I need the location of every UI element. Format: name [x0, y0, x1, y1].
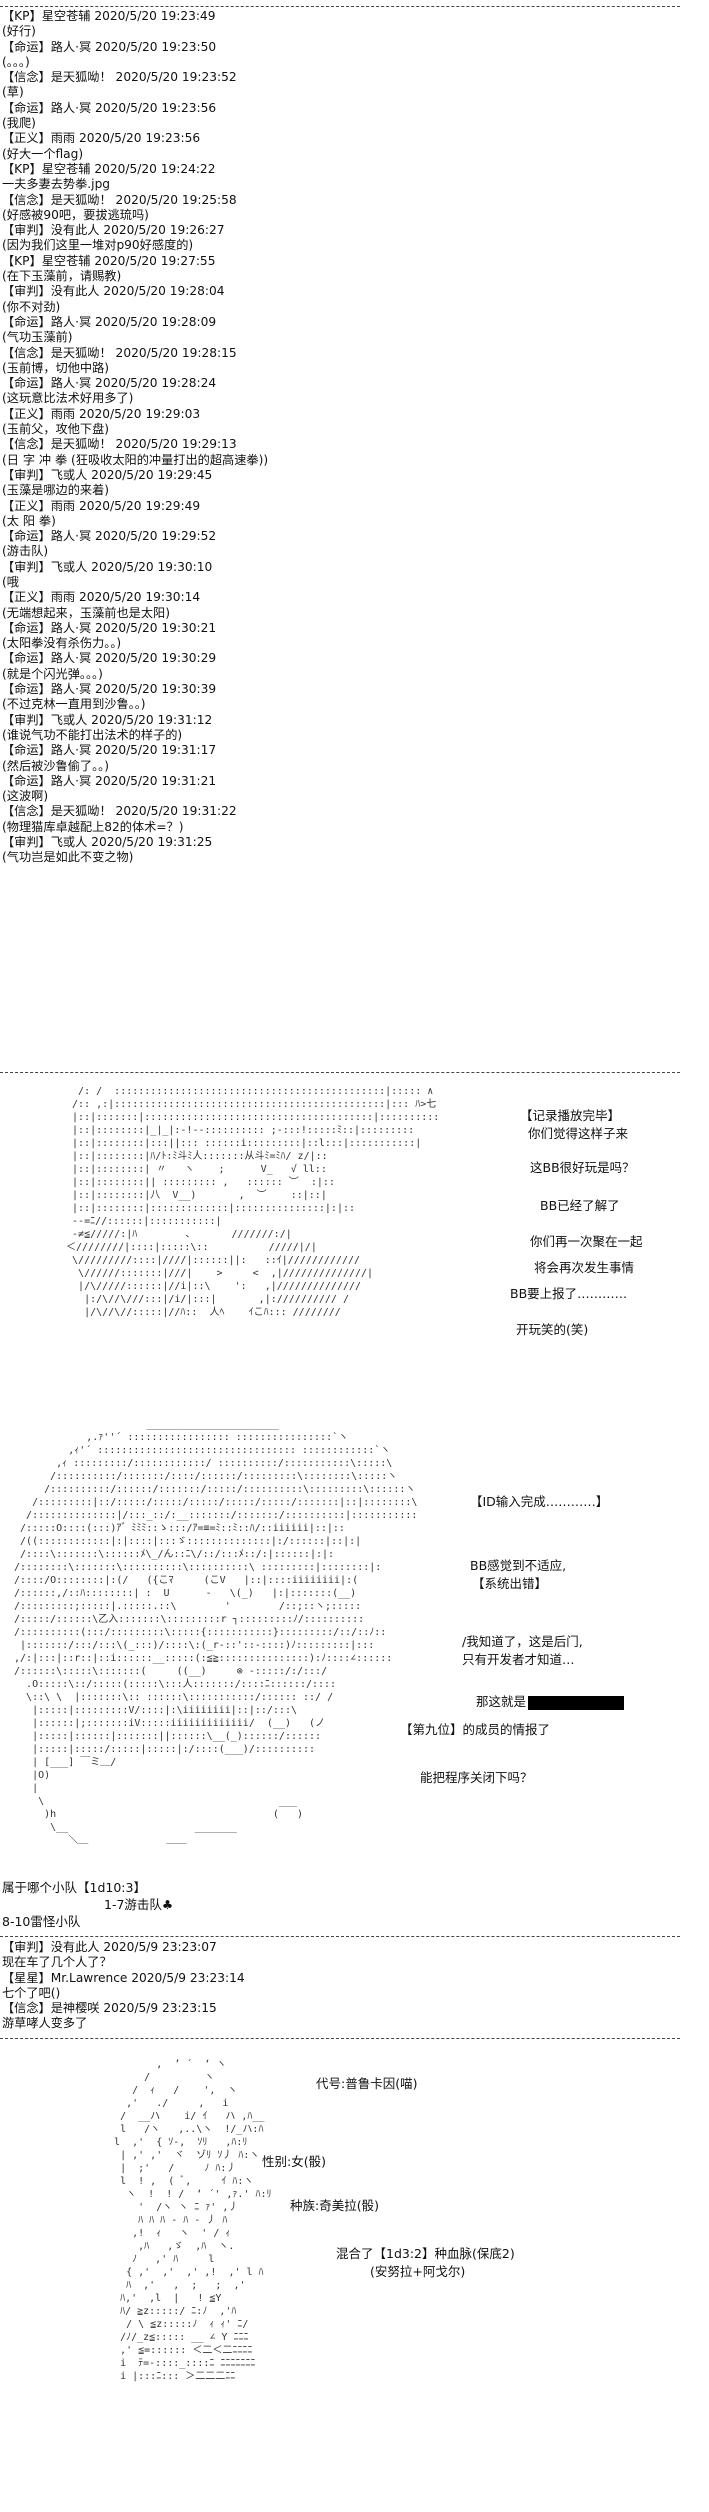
chat-log-1-line: (在下玉藻前，请赐教)	[2, 269, 122, 284]
divider-1	[0, 1072, 680, 1073]
chat-log-1-line: 【信念】是天狐呦！ 2020/5/20 19:28:15	[2, 345, 237, 360]
chat-log-1-line: (日 字 冲 拳 (狂吸收太阳的冲量打出的超高速拳))	[2, 452, 269, 467]
chat-log-1-line: 【正义】雨雨 2020/5/20 19:29:03	[2, 406, 201, 421]
chat-log-1-line: (无端想起来，玉藻前也是太阳)	[2, 605, 170, 620]
chat-log-1-line: 【审判】没有此人 2020/5/20 19:26:27	[2, 223, 225, 238]
chat-log-2-line: 游草哮人变多了	[2, 2016, 88, 2031]
chat-log-1-line: 【信念】是天狐呦！ 2020/5/20 19:31:22	[2, 804, 237, 819]
top-divider	[0, 6, 680, 7]
chat-log-1: 【KP】星空苍辅 2020/5/20 19:23:49(好行)【命运】路人·冥 …	[2, 9, 268, 866]
chat-log-1-line: (玉前父，攻他下盘)	[2, 422, 110, 437]
chat-log-1-line: 【命运】路人·冥 2020/5/20 19:31:17	[2, 743, 217, 758]
caption-this-is: 那这就是	[476, 1694, 625, 1710]
chat-log-1-line: (玉藻是哪边的来着)	[2, 483, 110, 498]
chat-log-1-line: 【正义】雨雨 2020/5/20 19:29:49	[2, 498, 201, 513]
caption-codename: 代号:普鲁卡因(喵)	[316, 2076, 418, 2091]
chat-log-1-line: 【信念】是天狐呦！ 2020/5/20 19:25:58	[2, 192, 237, 207]
chat-log-1-line: 【正义】雨雨 2020/5/20 19:23:56	[2, 131, 201, 146]
caption-bloodline-mix: (安努拉+阿戈尔)	[370, 2264, 466, 2279]
caption-gender: 性别:女(骰)	[262, 2154, 326, 2169]
caption-system-error: 【系统出错】	[472, 1576, 548, 1591]
caption-happen: 将会再次发生事情	[534, 1260, 635, 1275]
chat-log-1-line: (不过克林一直用到沙鲁。。)	[2, 697, 146, 712]
chat-log-1-line: 【审判】飞或人 2020/5/20 19:29:45	[2, 467, 213, 482]
dice-option-thunder: 8-10雷怪小队	[2, 1914, 81, 1929]
caption-record-end: 【记录播放完毕】	[520, 1108, 621, 1123]
caption-race: 种族:奇美拉(骰)	[290, 2198, 379, 2213]
ascii-art-face: ______________________ ,.ｧ''´ ::::::::::…	[14, 1419, 418, 1846]
chat-log-1-line: (游击队)	[2, 544, 49, 559]
chat-log-1-line: (太 阳 拳)	[2, 513, 56, 528]
chat-log-2-line: 现在车了几个人了？	[2, 1955, 112, 1970]
caption-id-done: 【ID输入完成…………】	[470, 1494, 609, 1509]
chat-log-1-line: 【审判】飞或人 2020/5/20 19:31:25	[2, 835, 213, 850]
ascii-art-character: , ’ ´ ‘ ヽ / ヽ / ｨ / ', ヽ ,' ./ , i / __ハ…	[114, 2059, 272, 2382]
chat-log-1-line: (草)	[2, 85, 24, 100]
chat-log-1-line: (哦	[2, 574, 19, 589]
caption-fun: 这BB很好玩是吗？	[530, 1160, 635, 1175]
caption-gather: 你们再一次聚在一起	[530, 1234, 643, 1249]
chat-log-1-line: 【审判】没有此人 2020/5/20 19:28:04	[2, 284, 225, 299]
caption-bloodline: 混合了【1d3:2】种血脉(保底2)	[336, 2246, 515, 2261]
chat-log-1-line: 【信念】是天狐呦！ 2020/5/20 19:23:52	[2, 70, 237, 85]
chat-log-1-line: (好感被90吧，要拔逃琉吗)	[2, 207, 149, 222]
chat-log-1-line: 【正义】雨雨 2020/5/20 19:30:14	[2, 590, 201, 605]
redacted-bar	[528, 1695, 625, 1710]
chat-log-2-line: 【星星】Mr.Lawrence 2020/5/9 23:23:14	[2, 1970, 245, 1985]
chat-log-1-line: (谁说气功不能打出法术的样子的)	[2, 727, 183, 742]
ascii-art-screen: /: / :::::::::::::::::::::::::::::::::::…	[66, 1086, 440, 1318]
chat-log-1-line: 【命运】路人·冥 2020/5/20 19:28:09	[2, 314, 217, 329]
chat-log-2-line: 七个了吧()	[2, 1985, 61, 2000]
chat-log-1-line: 【命运】路人·冥 2020/5/20 19:28:24	[2, 376, 217, 391]
chat-log-1-line: (这波啊)	[2, 789, 49, 804]
chat-log-1-line: (。。。)	[2, 54, 30, 69]
divider-2	[0, 1936, 680, 1937]
chat-log-1-line: 【命运】路人·冥 2020/5/20 19:30:21	[2, 620, 217, 635]
chat-log-1-line: (玉前博，切他中路)	[2, 360, 110, 375]
caption-developer: 只有开发者才知道…	[462, 1652, 575, 1667]
chat-log-1-line: (好大一个flag)	[2, 146, 84, 161]
caption-close-program: 能把程序关闭下吗？	[420, 1770, 533, 1785]
caption-understood: BB已经了解了	[540, 1198, 620, 1213]
chat-log-1-line: 【KP】星空苍辅 2020/5/20 19:24:22	[2, 161, 216, 176]
chat-log-1-line: (物理猫库卓越配上82的体术=？)	[2, 819, 184, 834]
divider-3	[0, 2038, 680, 2039]
caption-like-this: 你们觉得这样子来	[528, 1126, 629, 1141]
caption-report: BB要上报了…………	[510, 1286, 628, 1301]
chat-log-1-line: 【审判】飞或人 2020/5/20 19:30:10	[2, 559, 213, 574]
chat-log-1-line: 一夫多妻去势拳.jpg	[2, 177, 111, 192]
chat-log-1-line: 【命运】路人·冥 2020/5/20 19:30:29	[2, 651, 217, 666]
chat-log-1-line: 【命运】路人·冥 2020/5/20 19:30:39	[2, 682, 217, 697]
chat-log-1-line: (气功玉藻前)	[2, 330, 73, 345]
chat-log-1-line: 【KP】星空苍辅 2020/5/20 19:27:55	[2, 253, 216, 268]
chat-log-1-line: (好行)	[2, 24, 36, 39]
chat-log-2-line: 【信念】是神樱咲 2020/5/9 23:23:15	[2, 2001, 217, 2016]
caption-unwell: BB感觉到不适应,	[470, 1558, 567, 1573]
chat-log-1-line: 【审判】飞或人 2020/5/20 19:31:12	[2, 712, 213, 727]
chat-log-1-line: (然后被沙鲁偷了。。)	[2, 758, 109, 773]
chat-log-1-line: 【命运】路人·冥 2020/5/20 19:29:52	[2, 529, 217, 544]
chat-log-1-line: 【命运】路人·冥 2020/5/20 19:23:50	[2, 39, 217, 54]
caption-this-is-text: 那这就是	[476, 1694, 527, 1709]
chat-log-1-line: (因为我们这里一堆对p90好感度的)	[2, 238, 194, 253]
chat-log-1-line: 【KP】星空苍辅 2020/5/20 19:23:49	[2, 9, 216, 23]
caption-joke: 开玩笑的(笑)	[516, 1322, 589, 1337]
screen-glare	[398, 1086, 458, 1146]
chat-log-1-line: 【命运】路人·冥 2020/5/20 19:31:21	[2, 773, 217, 788]
chat-log-1-line: (这玩意比法术好用多了)	[2, 391, 134, 406]
chat-log-1-line: 【命运】路人·冥 2020/5/20 19:23:56	[2, 100, 217, 115]
caption-ninth-member: 【第九位】的成员的情报了	[400, 1722, 551, 1737]
chat-log-1-line: (就是个闪光弹。。。)	[2, 666, 103, 681]
caption-backdoor: /我知道了，这是后门,	[462, 1634, 583, 1649]
chat-log-1-line: (气功岂是如此不变之物)	[2, 850, 134, 865]
dice-option-guerrilla: 1-7游击队♣	[104, 1897, 174, 1912]
chat-log-2-line: 【审判】没有此人 2020/5/9 23:23:07	[2, 1940, 217, 1954]
chat-log-1-line: (我爬)	[2, 116, 36, 131]
chat-log-1-line: (太阳拳没有杀伤力。。)	[2, 636, 122, 651]
chat-log-1-line: (你不对劲)	[2, 299, 61, 314]
chat-log-1-line: 【信念】是天狐呦！ 2020/5/20 19:29:13	[2, 437, 237, 452]
dice-roll-squad: 属于哪个小队【1d10:3】	[2, 1880, 146, 1895]
